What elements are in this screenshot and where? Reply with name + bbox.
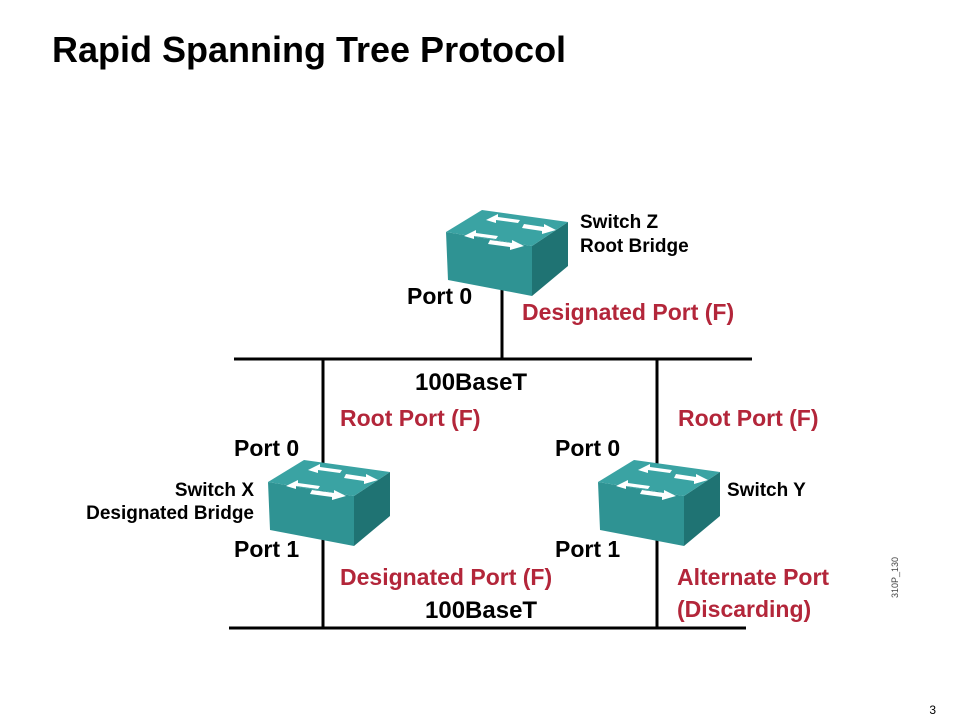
switch-z-name: Switch Z xyxy=(580,212,659,233)
page-number: 3 xyxy=(929,703,936,717)
switch-x-port1-role: Designated Port (F) xyxy=(340,564,552,590)
switch-z-port-role: Designated Port (F) xyxy=(522,299,734,325)
switch-z-role: Root Bridge xyxy=(580,236,689,257)
figure-code: 310P_130 xyxy=(890,557,900,598)
switch-x-port1: Port 1 xyxy=(234,536,299,562)
segment-top-label: 100BaseT xyxy=(415,369,527,396)
switch-y-port1: Port 1 xyxy=(555,536,620,562)
switch-x-port0: Port 0 xyxy=(234,435,299,461)
switch-x-icon xyxy=(268,460,390,546)
switch-x-role: Designated Bridge xyxy=(86,503,254,524)
switch-y-name: Switch Y xyxy=(727,480,806,501)
switch-y-port1-role-line1: Alternate Port xyxy=(677,564,829,590)
switch-z-port: Port 0 xyxy=(407,283,472,309)
switch-x-name: Switch X xyxy=(175,480,255,501)
switch-y-port0-role: Root Port (F) xyxy=(678,405,819,431)
segment-bottom-label: 100BaseT xyxy=(425,597,537,624)
switch-y-port0: Port 0 xyxy=(555,435,620,461)
switch-x-port0-role: Root Port (F) xyxy=(340,405,481,431)
switch-y-icon xyxy=(598,460,720,546)
page-title: Rapid Spanning Tree Protocol xyxy=(52,29,566,70)
switch-y-port1-role-line2: (Discarding) xyxy=(677,596,811,622)
